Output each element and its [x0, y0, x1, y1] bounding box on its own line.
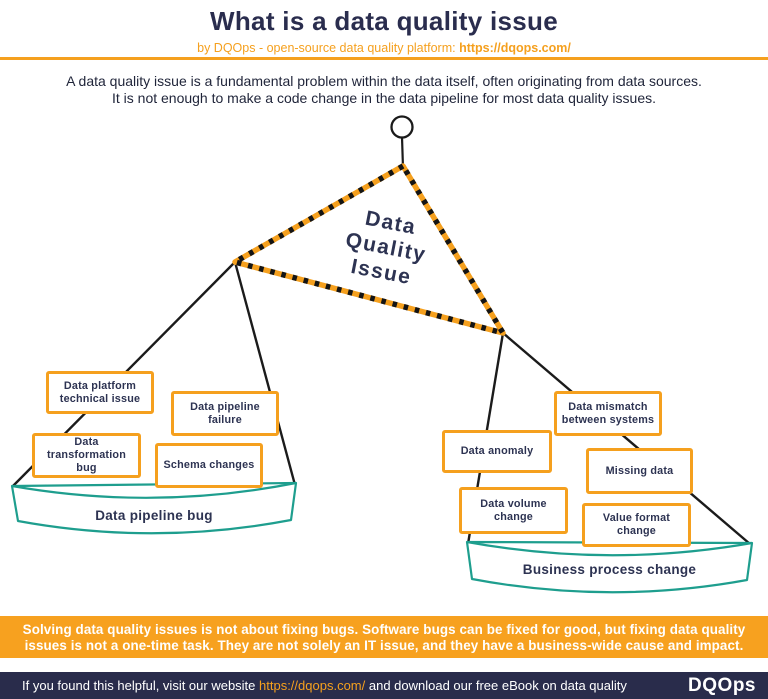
subtitle: by DQOps - open-source data quality plat… — [0, 41, 768, 55]
ribbon-label-business-process-change: Business process change — [522, 562, 697, 577]
footer-text-prefix: If you found this helpful, visit our web… — [22, 678, 260, 693]
node-data-mismatch-between-systems: Data mismatch between systems — [554, 391, 662, 436]
node-data-transformation-bug: Data transformation bug — [32, 433, 141, 478]
footer-bar: If you found this helpful, visit our web… — [0, 672, 768, 699]
subtitle-text: by DQOps - open-source data quality plat… — [197, 41, 460, 55]
callout-banner: Solving data quality issues is not about… — [0, 616, 768, 658]
page-title: What is a data quality issue — [210, 6, 558, 36]
intro-line-1: A data quality issue is a fundamental pr… — [66, 73, 702, 89]
node-missing-data: Missing data — [586, 448, 693, 494]
header-divider — [0, 57, 768, 60]
footer-text: If you found this helpful, visit our web… — [22, 678, 627, 693]
right-ribbon — [465, 540, 754, 594]
node-value-format-change: Value format change — [582, 503, 691, 547]
right-ribbon-fold-arc — [466, 540, 753, 557]
hanger-line — [400, 136, 405, 169]
ribbon-label-data-pipeline-bug: Data pipeline bug — [95, 508, 213, 523]
hanger-ring — [390, 115, 414, 139]
left-branch-inner-line — [233, 261, 297, 486]
hazard-triangle-orange — [232, 163, 506, 336]
subtitle-link[interactable]: https://dqops.com/ — [459, 41, 571, 55]
node-schema-changes: Schema changes — [155, 443, 263, 488]
intro-line-2: It is not enough to make a code change i… — [111, 90, 656, 106]
node-data-volume-change: Data volume change — [459, 487, 568, 534]
right-branch-outer-line — [502, 332, 751, 545]
callout-line-2: issues is not a one-time task. They are … — [24, 638, 744, 653]
node-data-anomaly: Data anomaly — [442, 430, 552, 473]
left-ribbon-fold-arc — [11, 481, 297, 499]
callout-line-1: Solving data quality issues is not about… — [22, 622, 746, 637]
node-data-pipeline-failure: Data pipeline failure — [171, 391, 279, 436]
node-data-platform-technical-issue: Data platform technical issue — [46, 371, 154, 414]
dqops-logo: DQOps — [688, 675, 756, 696]
footer-link[interactable]: https://dqops.com/ — [259, 678, 366, 693]
intro-text: A data quality issue is a fundamental pr… — [0, 73, 768, 107]
footer-text-suffix: and download our free eBook on data qual… — [365, 678, 627, 693]
